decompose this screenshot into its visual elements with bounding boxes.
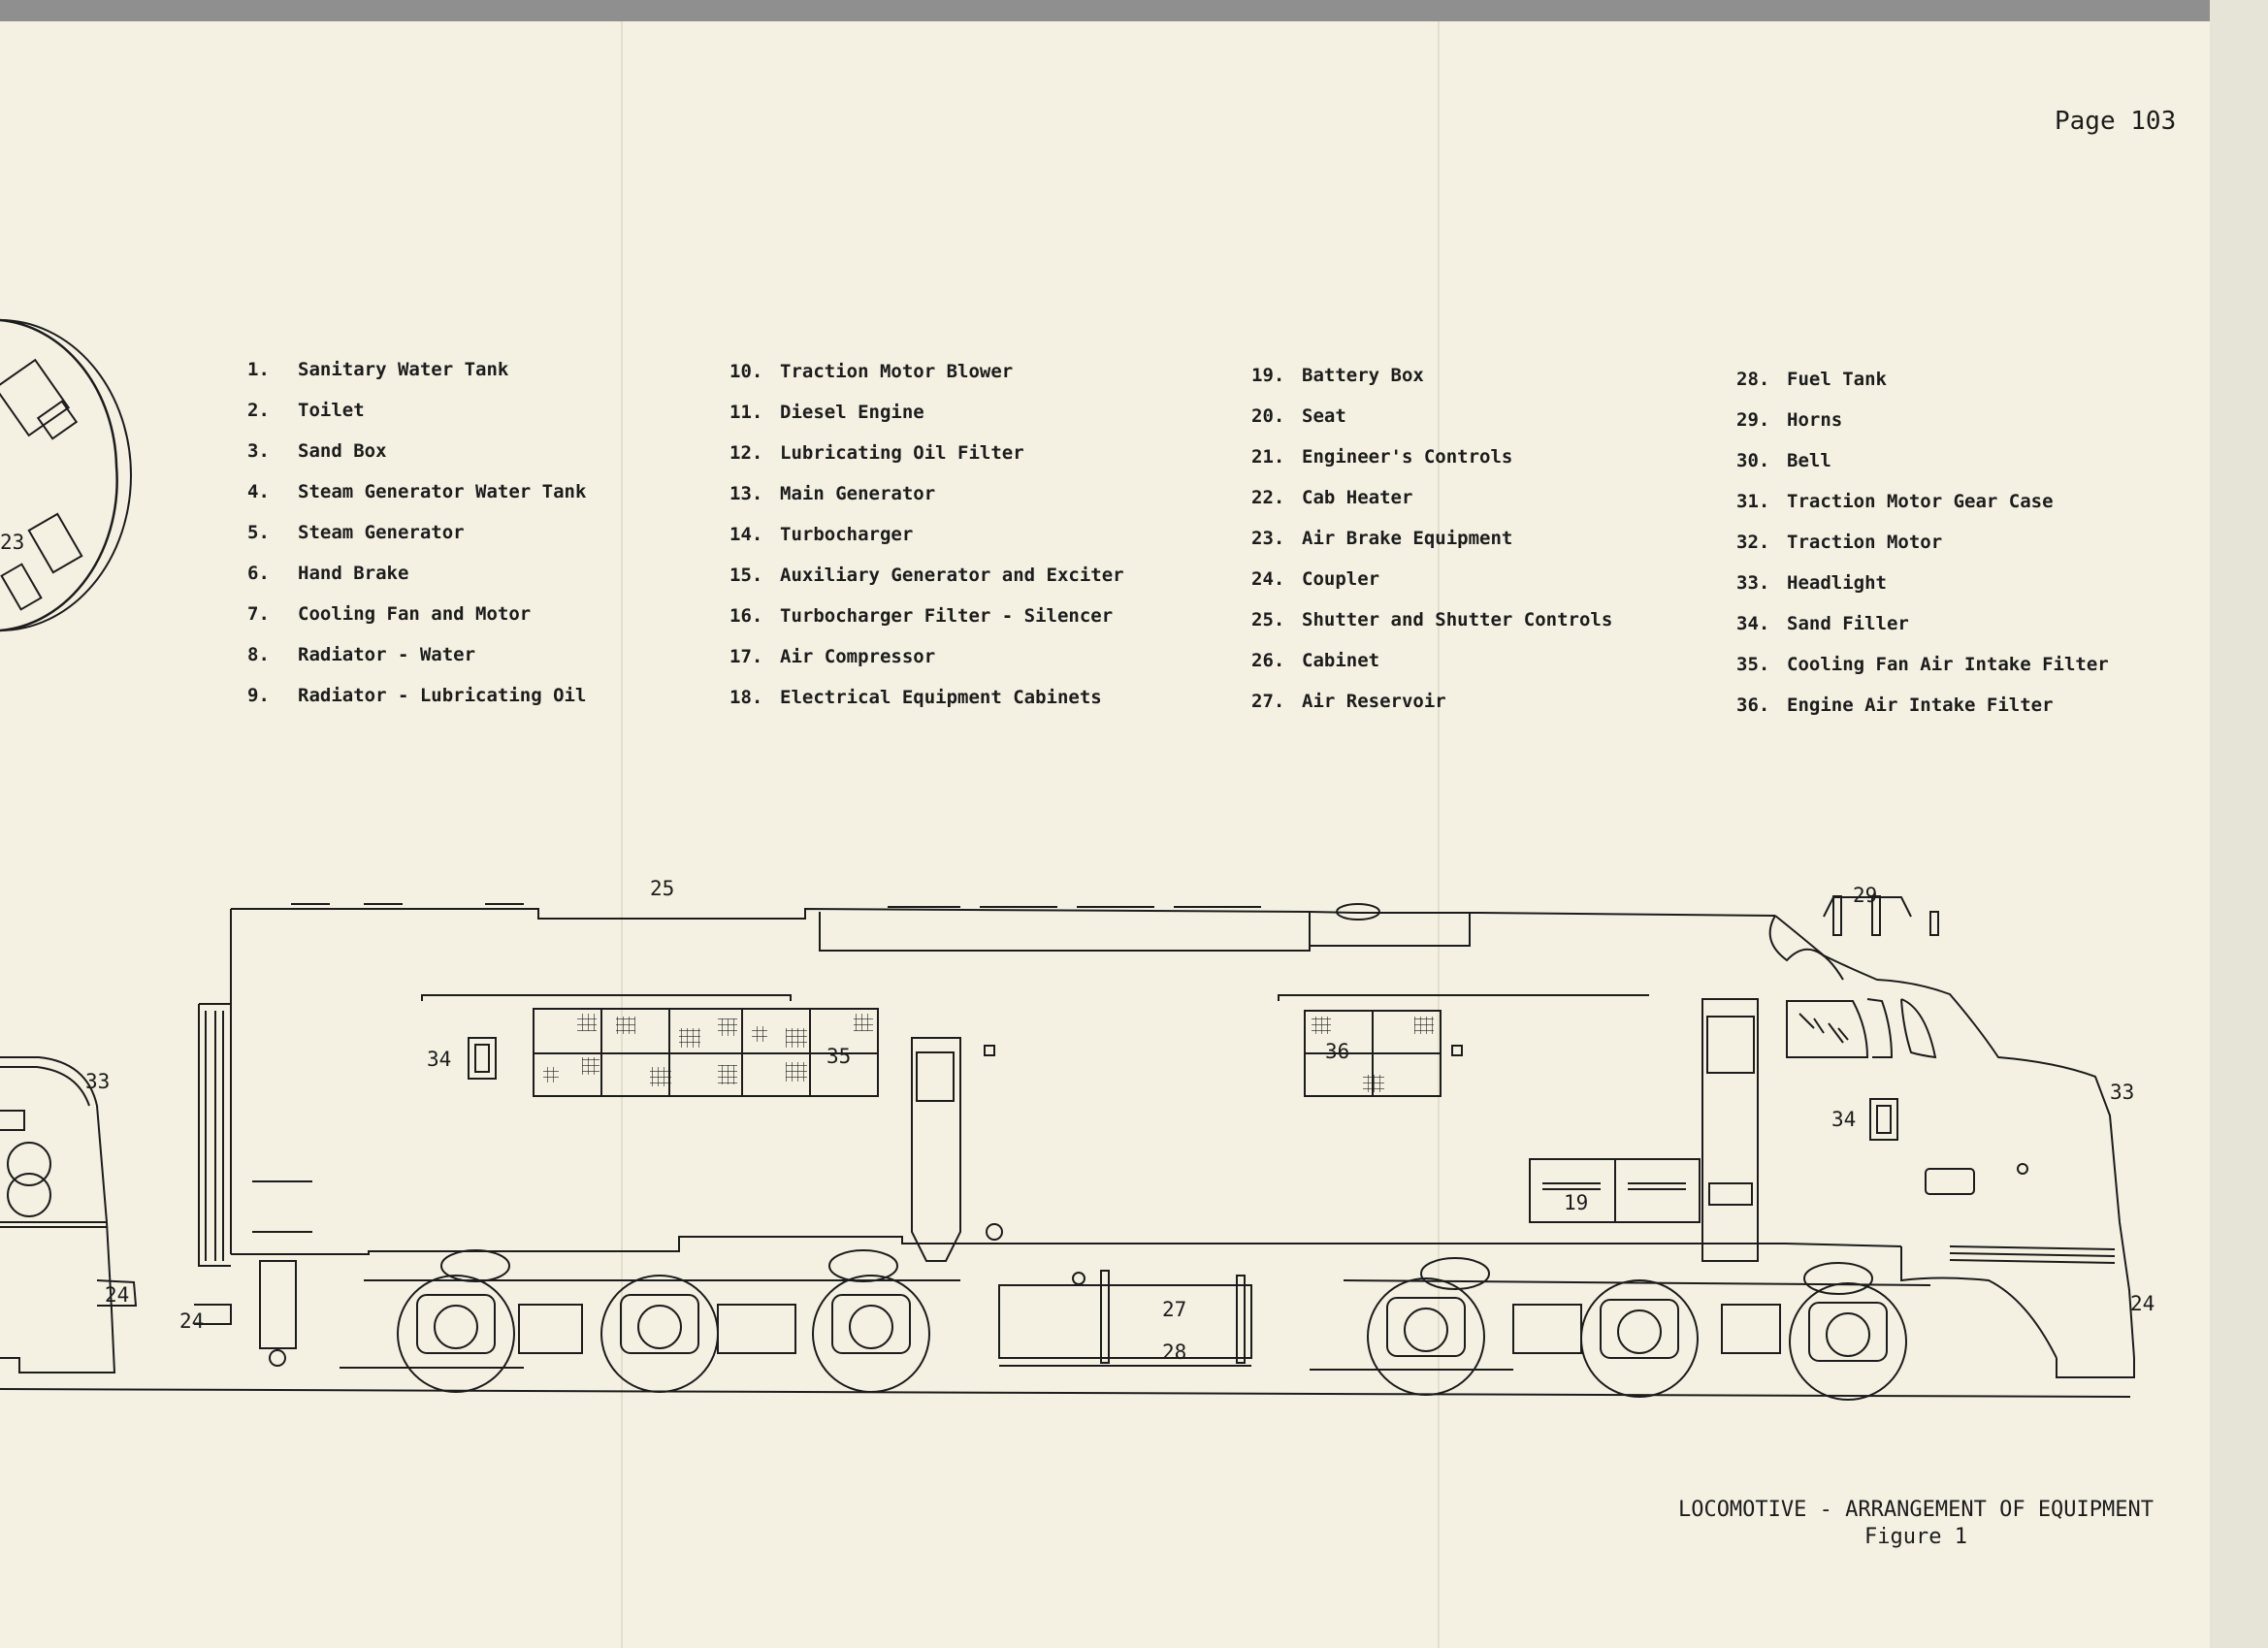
end-view-circle xyxy=(0,318,132,632)
legend-item: 9.Radiator - Lubricating Oil xyxy=(247,685,587,706)
engine-intake-filter xyxy=(1304,1010,1442,1097)
sand-filler-box xyxy=(1869,1098,1898,1141)
legend-item: 29.Horns xyxy=(1736,409,1843,431)
legend-item: 18.Electrical Equipment Cabinets xyxy=(729,687,1102,708)
legend-item: 33.Headlight xyxy=(1736,572,1887,594)
callout-24-left: 24 xyxy=(105,1283,129,1307)
legend-item: 23.Air Brake Equipment xyxy=(1251,528,1513,549)
legend-item: 6.Hand Brake xyxy=(247,563,409,584)
legend-item: 12.Lubricating Oil Filter xyxy=(729,442,1024,464)
callout-35: 35 xyxy=(826,1045,851,1068)
legend-item: 27.Air Reservoir xyxy=(1251,691,1446,712)
legend-item: 11.Diesel Engine xyxy=(729,402,924,423)
battery-box xyxy=(1529,1158,1701,1223)
callout-36: 36 xyxy=(1325,1040,1349,1063)
legend-item: 28.Fuel Tank xyxy=(1736,369,1887,390)
fold-line-1 xyxy=(621,21,623,1648)
legend-item: 31.Traction Motor Gear Case xyxy=(1736,491,2054,512)
callout-28: 28 xyxy=(1162,1341,1186,1364)
legend-item: 16.Turbocharger Filter - Silencer xyxy=(729,605,1114,627)
legend-item: 35.Cooling Fan Air Intake Filter xyxy=(1736,654,2109,675)
legend-item: 7.Cooling Fan and Motor xyxy=(247,603,532,625)
legend-item: 26.Cabinet xyxy=(1251,650,1380,671)
legend-item: 5.Steam Generator xyxy=(247,522,465,543)
legend-item: 30.Bell xyxy=(1736,450,1831,471)
intake-filter-grille xyxy=(533,1008,879,1097)
callout-23: 23 xyxy=(0,531,24,554)
callout-27: 27 xyxy=(1162,1298,1186,1321)
legend-item: 32.Traction Motor xyxy=(1736,532,1943,553)
legend-item: 10.Traction Motor Blower xyxy=(729,361,1014,382)
legend-item: 1.Sanitary Water Tank xyxy=(247,359,509,380)
legend-item: 22.Cab Heater xyxy=(1251,487,1413,508)
legend-column-1: 1.Sanitary Water Tank 2.Toilet 3.Sand Bo… xyxy=(247,349,586,716)
callout-33-right: 33 xyxy=(2110,1081,2134,1104)
horns xyxy=(1823,895,1939,936)
legend-item: 3.Sand Box xyxy=(247,440,387,462)
legend-item: 34.Sand Filler xyxy=(1736,613,1909,634)
legend-item: 25.Shutter and Shutter Controls xyxy=(1251,609,1613,630)
legend-item: 36.Engine Air Intake Filter xyxy=(1736,695,2054,716)
legend-item: 21.Engineer's Controls xyxy=(1251,446,1513,468)
legend-item: 24.Coupler xyxy=(1251,568,1380,590)
callout-labels: 25 29 33 33 34 34 35 36 19 27 28 24 24 2… xyxy=(0,531,2155,1364)
legend-item: 4.Steam Generator Water Tank xyxy=(247,481,587,502)
underframe xyxy=(194,1249,1873,1371)
legend-item: 20.Seat xyxy=(1251,405,1346,427)
callout-24-right: 24 xyxy=(2130,1292,2155,1315)
sand-filler-box xyxy=(468,1037,497,1080)
truck-wheels xyxy=(364,1275,1931,1401)
legend-item: 2.Toilet xyxy=(247,400,365,421)
legend-item: 19.Battery Box xyxy=(1251,365,1424,386)
callout-19: 19 xyxy=(1564,1191,1588,1214)
locomotive-body xyxy=(198,895,2135,1378)
legend-column-3: 19.Battery Box 20.Seat 21.Engineer's Con… xyxy=(1251,355,1612,722)
fold-line-2 xyxy=(1438,21,1440,1648)
caption-figure-number: Figure 1 xyxy=(1864,1525,1967,1549)
page-number: Page 103 xyxy=(2055,107,2177,136)
legend-item: 14.Turbocharger xyxy=(729,524,914,545)
rail-line xyxy=(0,1388,2131,1398)
callout-34-right: 34 xyxy=(1831,1108,1856,1131)
legend-column-4: 28.Fuel Tank 29.Horns 30.Bell 31.Tractio… xyxy=(1736,359,2109,726)
legend-item: 8.Radiator - Water xyxy=(247,644,476,665)
legend-item: 13.Main Generator xyxy=(729,483,936,504)
page-edge xyxy=(2210,0,2268,1648)
callout-29: 29 xyxy=(1853,884,1877,907)
document-sheet xyxy=(0,21,2210,1648)
callout-34-left: 34 xyxy=(427,1048,451,1071)
legend-item: 15.Auxiliary Generator and Exciter xyxy=(729,565,1124,586)
figure-caption: LOCOMOTIVE - ARRANGEMENT OF EQUIPMENT Fi… xyxy=(1669,1497,2163,1551)
callout-25: 25 xyxy=(650,877,674,900)
callout-24-mid: 24 xyxy=(179,1309,204,1333)
legend-item: 17.Air Compressor xyxy=(729,646,936,667)
adjacent-unit-nose xyxy=(0,1056,138,1373)
callout-33-left: 33 xyxy=(85,1070,110,1093)
caption-title: LOCOMOTIVE - ARRANGEMENT OF EQUIPMENT xyxy=(1677,1498,2155,1522)
legend-column-2: 10.Traction Motor Blower 11.Diesel Engin… xyxy=(729,351,1124,718)
